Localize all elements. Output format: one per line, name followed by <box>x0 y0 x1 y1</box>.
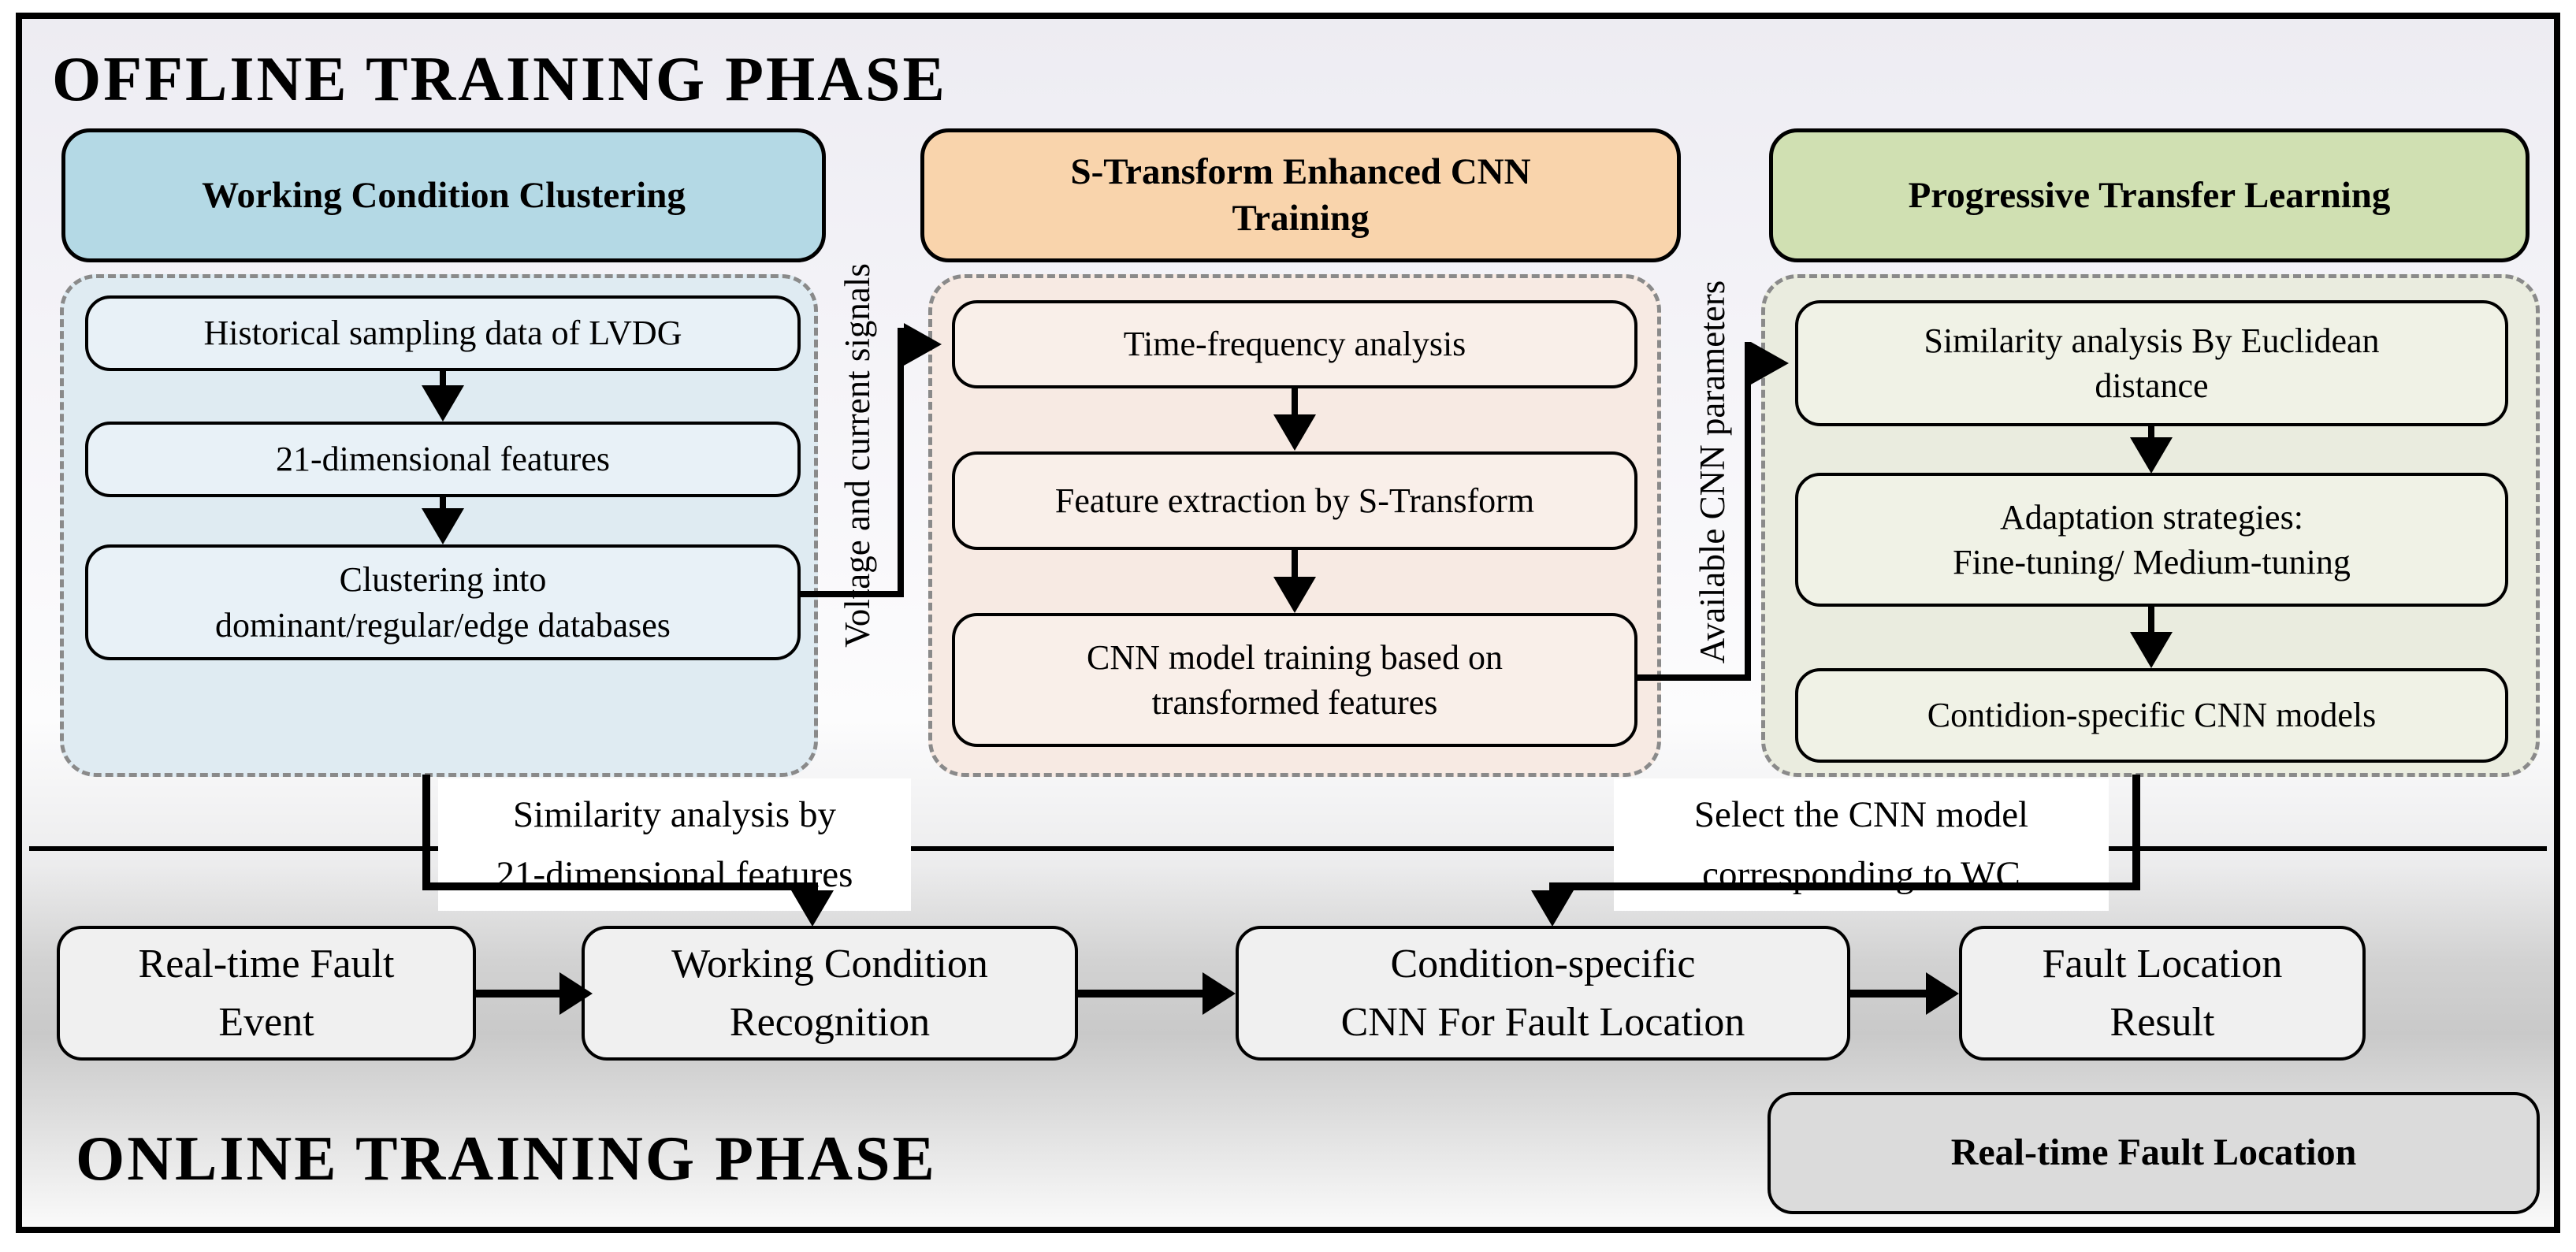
offline-phase-title: OFFLINE TRAINING PHASE <box>52 45 947 114</box>
phase-separator-line <box>29 846 2547 851</box>
down-arrow-icon <box>2148 426 2154 437</box>
node-condition-specific-cnn-fault-location: Condition-specific CNN For Fault Locatio… <box>1236 926 1850 1061</box>
node-fault-location-result: Fault Location Result <box>1959 926 2366 1061</box>
right-arrow-icon <box>1203 972 1236 1015</box>
right-arrow-icon <box>1926 972 1959 1015</box>
node-adaptation-strategies: Adaptation strategies: Fine-tuning/ Medi… <box>1795 473 2508 607</box>
down-arrow-icon <box>2148 607 2154 632</box>
col2-header-s-transform-cnn-training: S-Transform Enhanced CNN Training <box>920 128 1681 262</box>
connector-line <box>1637 674 1751 681</box>
right-arrow-icon <box>559 972 593 1015</box>
node-feature-extraction-s-transform: Feature extraction by S-Transform <box>952 451 1637 550</box>
right-arrow-icon <box>1078 990 1203 998</box>
down-arrow-icon <box>1273 414 1316 451</box>
down-arrow-icon <box>1531 890 1574 927</box>
available-cnn-parameters-label: Available CNN parameters <box>1693 280 1732 664</box>
node-clustering-databases: Clustering into dominant/regular/edge da… <box>85 544 801 660</box>
figure-frame: OFFLINE TRAINING PHASE ONLINE TRAINING P… <box>16 13 2560 1233</box>
down-arrow-icon <box>1273 577 1316 613</box>
right-arrow-icon <box>1751 342 1789 385</box>
node-time-frequency-analysis: Time-frequency analysis <box>952 300 1637 388</box>
node-condition-specific-cnn-models: Contidion-specific CNN models <box>1795 668 2508 763</box>
voltage-signals-label: Voltage and current signals <box>838 263 877 648</box>
right-arrow-icon <box>1850 990 1926 998</box>
node-working-condition-recognition: Working Condition Recognition <box>582 926 1078 1061</box>
down-arrow-icon <box>440 497 446 508</box>
col1-header-working-condition-clustering: Working Condition Clustering <box>61 128 826 262</box>
connector-line <box>801 591 898 597</box>
result-real-time-fault-location: Real-time Fault Location <box>1768 1092 2540 1214</box>
col3-header-progressive-transfer-learning: Progressive Transfer Learning <box>1769 128 2530 262</box>
down-arrow-icon <box>791 890 834 927</box>
connector-line <box>2132 775 2140 890</box>
online-phase-title: ONLINE TRAINING PHASE <box>76 1124 937 1194</box>
down-arrow-icon <box>2130 632 2173 668</box>
connector-line <box>422 775 430 890</box>
similarity-analysis-label: Similarity analysis by 21-dimensional fe… <box>438 778 911 911</box>
node-cnn-model-training: CNN model training based on transformed … <box>952 613 1637 747</box>
connector-line <box>1549 882 2140 890</box>
node-21-dimensional-features: 21-dimensional features <box>85 422 801 497</box>
connector-line <box>898 328 904 597</box>
connector-line <box>422 882 818 890</box>
right-arrow-icon <box>476 990 559 998</box>
down-arrow-icon <box>422 385 464 422</box>
down-arrow-icon <box>440 371 446 387</box>
node-historical-sampling-data: Historical sampling data of LVDG <box>85 295 801 371</box>
right-arrow-icon <box>904 323 942 366</box>
down-arrow-icon <box>1292 388 1298 414</box>
node-similarity-euclidean-distance: Similarity analysis By Euclidean distanc… <box>1795 300 2508 426</box>
node-real-time-fault-event: Real-time Fault Event <box>57 926 476 1061</box>
connector-line <box>1745 342 1751 681</box>
down-arrow-icon <box>1292 550 1298 577</box>
down-arrow-icon <box>422 508 464 544</box>
down-arrow-icon <box>2130 437 2173 474</box>
select-cnn-model-label: Select the CNN model corresponding to WC <box>1614 778 2109 911</box>
